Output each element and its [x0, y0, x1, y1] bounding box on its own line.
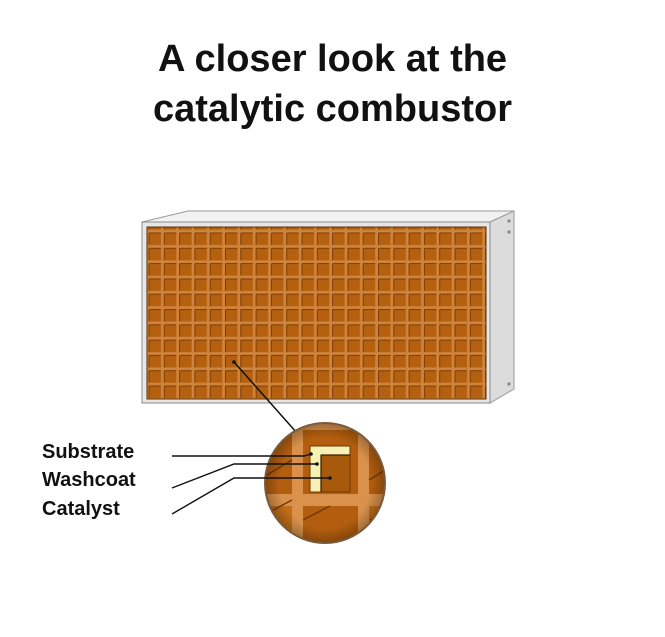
substrate-leader	[172, 453, 312, 457]
magnifier-pointer-line	[233, 361, 298, 434]
combustor-side-face	[489, 210, 515, 404]
diagram-title: A closer look at the catalytic combustor	[0, 34, 665, 134]
catalyst-label: Catalyst	[42, 498, 120, 520]
magnifier-rim	[264, 422, 386, 544]
magnified-cell-view	[265, 423, 385, 543]
washcoat-leader	[171, 463, 317, 489]
title-line-2: catalytic combustor	[153, 88, 512, 130]
substrate-label: Substrate	[42, 441, 135, 463]
combustor-top-face	[141, 210, 515, 223]
title-line-1: A closer look at the	[157, 38, 508, 80]
combustor-honeycomb-face	[146, 226, 487, 400]
catalyst-leader	[171, 477, 330, 515]
washcoat-label: Washcoat	[42, 469, 136, 491]
